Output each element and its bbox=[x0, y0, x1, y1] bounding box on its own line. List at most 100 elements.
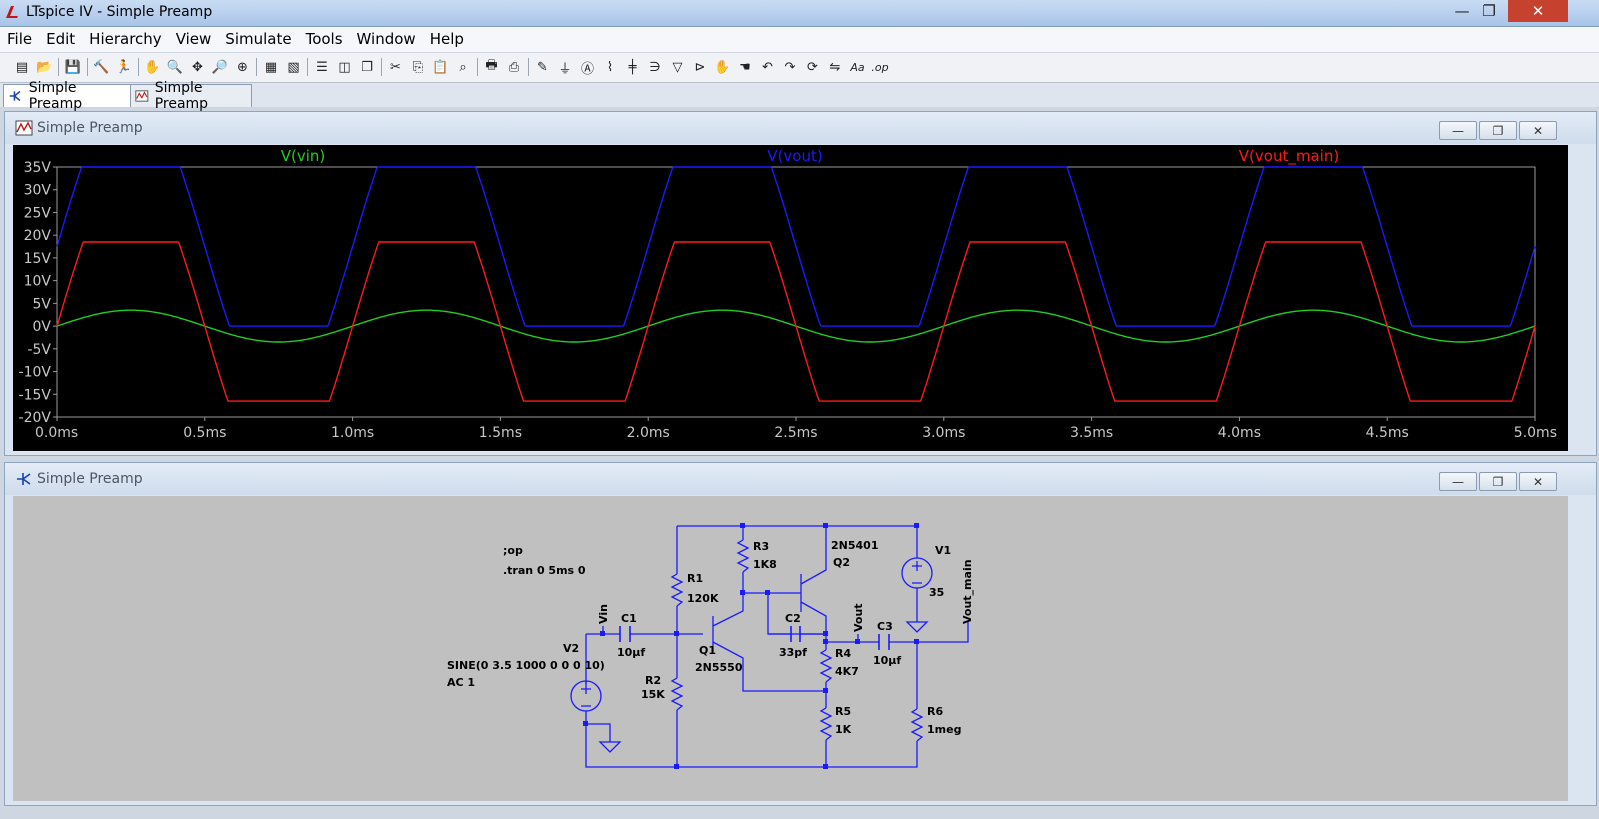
r2-value: 15K bbox=[641, 688, 665, 701]
redo-button[interactable]: ↷ bbox=[780, 57, 800, 77]
menu-tools[interactable]: Tools bbox=[305, 30, 343, 48]
open-button[interactable]: 📂 bbox=[35, 57, 55, 77]
c3-label: C3 bbox=[877, 620, 893, 633]
copy-button[interactable]: ⎘ bbox=[408, 57, 428, 77]
tab-schematic[interactable]: Simple Preamp bbox=[3, 80, 133, 112]
find-button[interactable]: ⌕ bbox=[453, 57, 473, 77]
ground-v2-icon bbox=[586, 723, 622, 753]
q2-value: 2N5401 bbox=[831, 539, 878, 552]
x-tick-label: 4.0ms bbox=[1218, 425, 1261, 441]
toolbar-separator bbox=[137, 58, 139, 76]
plot-maximize-button[interactable]: ❐ bbox=[1479, 121, 1517, 140]
spice-directive-button[interactable]: .op bbox=[870, 57, 890, 77]
run-button[interactable]: 🏃 bbox=[114, 57, 134, 77]
minimize-button[interactable]: — bbox=[1440, 0, 1484, 22]
rotate-button[interactable]: ⟳ bbox=[803, 57, 823, 77]
c3-symbol bbox=[878, 634, 890, 650]
undo-button[interactable]: ↶ bbox=[758, 57, 778, 77]
move-button[interactable]: ✋ bbox=[713, 57, 733, 77]
minimize-icon: — bbox=[1452, 123, 1464, 138]
zoom-in-button[interactable]: 🔍 bbox=[165, 57, 185, 77]
menu-view[interactable]: View bbox=[175, 30, 212, 48]
r5-value: 1K bbox=[835, 723, 852, 736]
plot-frame bbox=[56, 166, 1536, 418]
v1-value: 35 bbox=[929, 586, 944, 599]
maximize-button[interactable]: ❐ bbox=[1467, 0, 1511, 22]
zoom-fit-icon: ⊕ bbox=[237, 59, 248, 75]
resistor-button[interactable]: ⌇ bbox=[600, 57, 620, 77]
new-schematic-button[interactable]: ▤ bbox=[12, 57, 32, 77]
pan-button[interactable]: ✥ bbox=[188, 57, 208, 77]
menu-hierarchy[interactable]: Hierarchy bbox=[89, 30, 162, 48]
menu-simulate[interactable]: Simulate bbox=[225, 30, 292, 48]
text-button[interactable]: Aa bbox=[848, 57, 868, 77]
ground-icon: ⏚ bbox=[558, 61, 572, 77]
toolbar-separator bbox=[380, 58, 382, 76]
schematic-close-button[interactable]: ✕ bbox=[1519, 472, 1557, 491]
autorange-button[interactable]: ▦ bbox=[261, 57, 281, 77]
tile-vertical-button[interactable]: ◫ bbox=[335, 57, 355, 77]
menu-edit[interactable]: Edit bbox=[46, 30, 76, 48]
waveform-delete-button[interactable]: ▧ bbox=[284, 57, 304, 77]
control-panel-button[interactable]: 🔨 bbox=[92, 57, 112, 77]
label-net-button[interactable]: Ⓐ bbox=[578, 57, 598, 77]
r5-symbol bbox=[819, 707, 833, 741]
print-setup-button[interactable]: 🖶 bbox=[482, 57, 502, 77]
tab-waveform[interactable]: Simple Preamp bbox=[130, 80, 252, 112]
menu-window[interactable]: Window bbox=[356, 30, 416, 48]
halt-button[interactable]: ✋ bbox=[143, 57, 163, 77]
minimize-icon: — bbox=[1454, 2, 1470, 20]
schematic-window-title: Simple Preamp bbox=[37, 471, 143, 487]
print-button[interactable]: ⎙ bbox=[504, 57, 524, 77]
menu-help[interactable]: Help bbox=[429, 30, 464, 48]
diode-button[interactable]: ▽ bbox=[668, 57, 688, 77]
zoom-out-button[interactable]: 🔎 bbox=[210, 57, 230, 77]
close-icon: ✕ bbox=[1532, 474, 1544, 489]
drag-button[interactable]: ☚ bbox=[735, 57, 755, 77]
x-tick-label: 2.0ms bbox=[627, 425, 670, 441]
inductor-button[interactable]: ∋ bbox=[645, 57, 665, 77]
menu-file[interactable]: File bbox=[7, 30, 33, 48]
trace-label-vvout_main: V(vout_main) bbox=[1239, 147, 1339, 166]
schematic-canvas[interactable]: ;op .tran 0 5ms 0 SINE(0 3.5 1000 0 0 0 … bbox=[13, 496, 1568, 801]
x-tick-label: 5.0ms bbox=[1514, 425, 1557, 441]
minimize-icon: — bbox=[1452, 474, 1464, 489]
schematic-minimize-button[interactable]: — bbox=[1439, 472, 1477, 491]
spice-directive-icon: .op bbox=[871, 60, 889, 74]
restore-icon: ❐ bbox=[1482, 2, 1496, 20]
capacitor-button[interactable]: ╪ bbox=[623, 57, 643, 77]
plot-window-caption: Simple Preamp — ❐ ✕ bbox=[5, 112, 1596, 144]
draw-wire-icon: ✎ bbox=[537, 59, 548, 75]
net-vout: Vout bbox=[852, 603, 865, 632]
tile-horizontal-button[interactable]: ☰ bbox=[312, 57, 332, 77]
document-tabs: Simple Preamp Simple Preamp bbox=[0, 80, 1599, 112]
zoom-in-icon: 🔍 bbox=[166, 59, 184, 75]
toolbar: ▤📂💾🔨🏃✋🔍✥🔎⊕▦▧☰◫❐✂⎘📋⌕🖶⎙✎⏚Ⓐ⌇╪∋▽⊳✋☚↶↷⟳⇋Aa.op bbox=[0, 53, 1599, 83]
schematic-maximize-button[interactable]: ❐ bbox=[1479, 472, 1517, 491]
halt-icon: ✋ bbox=[144, 59, 161, 75]
plot-window-title: Simple Preamp bbox=[37, 120, 143, 136]
trace-label-vvout: V(vout) bbox=[767, 147, 822, 165]
draw-wire-button[interactable]: ✎ bbox=[533, 57, 553, 77]
x-tick-label: 0.0ms bbox=[35, 425, 78, 441]
rotate-icon: ⟳ bbox=[807, 59, 818, 75]
component-button[interactable]: ⊳ bbox=[690, 57, 710, 77]
close-button[interactable]: ✕ bbox=[1508, 0, 1568, 22]
ground-button[interactable]: ⏚ bbox=[555, 57, 575, 77]
save-button[interactable]: 💾 bbox=[63, 57, 83, 77]
y-tick-label: 15V bbox=[24, 251, 52, 267]
c1-symbol bbox=[619, 626, 631, 642]
paste-button[interactable]: 📋 bbox=[431, 57, 451, 77]
zoom-fit-button[interactable]: ⊕ bbox=[233, 57, 253, 77]
cut-button[interactable]: ✂ bbox=[386, 57, 406, 77]
plot-minimize-button[interactable]: — bbox=[1439, 121, 1477, 140]
cascade-button[interactable]: ❐ bbox=[357, 57, 377, 77]
schematic-drawing[interactable]: ;op .tran 0 5ms 0 SINE(0 3.5 1000 0 0 0 … bbox=[13, 496, 1568, 801]
waveform-chart[interactable]: 35V30V25V20V15V10V5V0V-5V-10V-15V-20V0.0… bbox=[13, 145, 1568, 451]
plot-close-button[interactable]: ✕ bbox=[1519, 121, 1557, 140]
waveform-icon bbox=[15, 120, 33, 136]
tile-vertical-icon: ◫ bbox=[338, 59, 351, 75]
mirror-button[interactable]: ⇋ bbox=[825, 57, 845, 77]
